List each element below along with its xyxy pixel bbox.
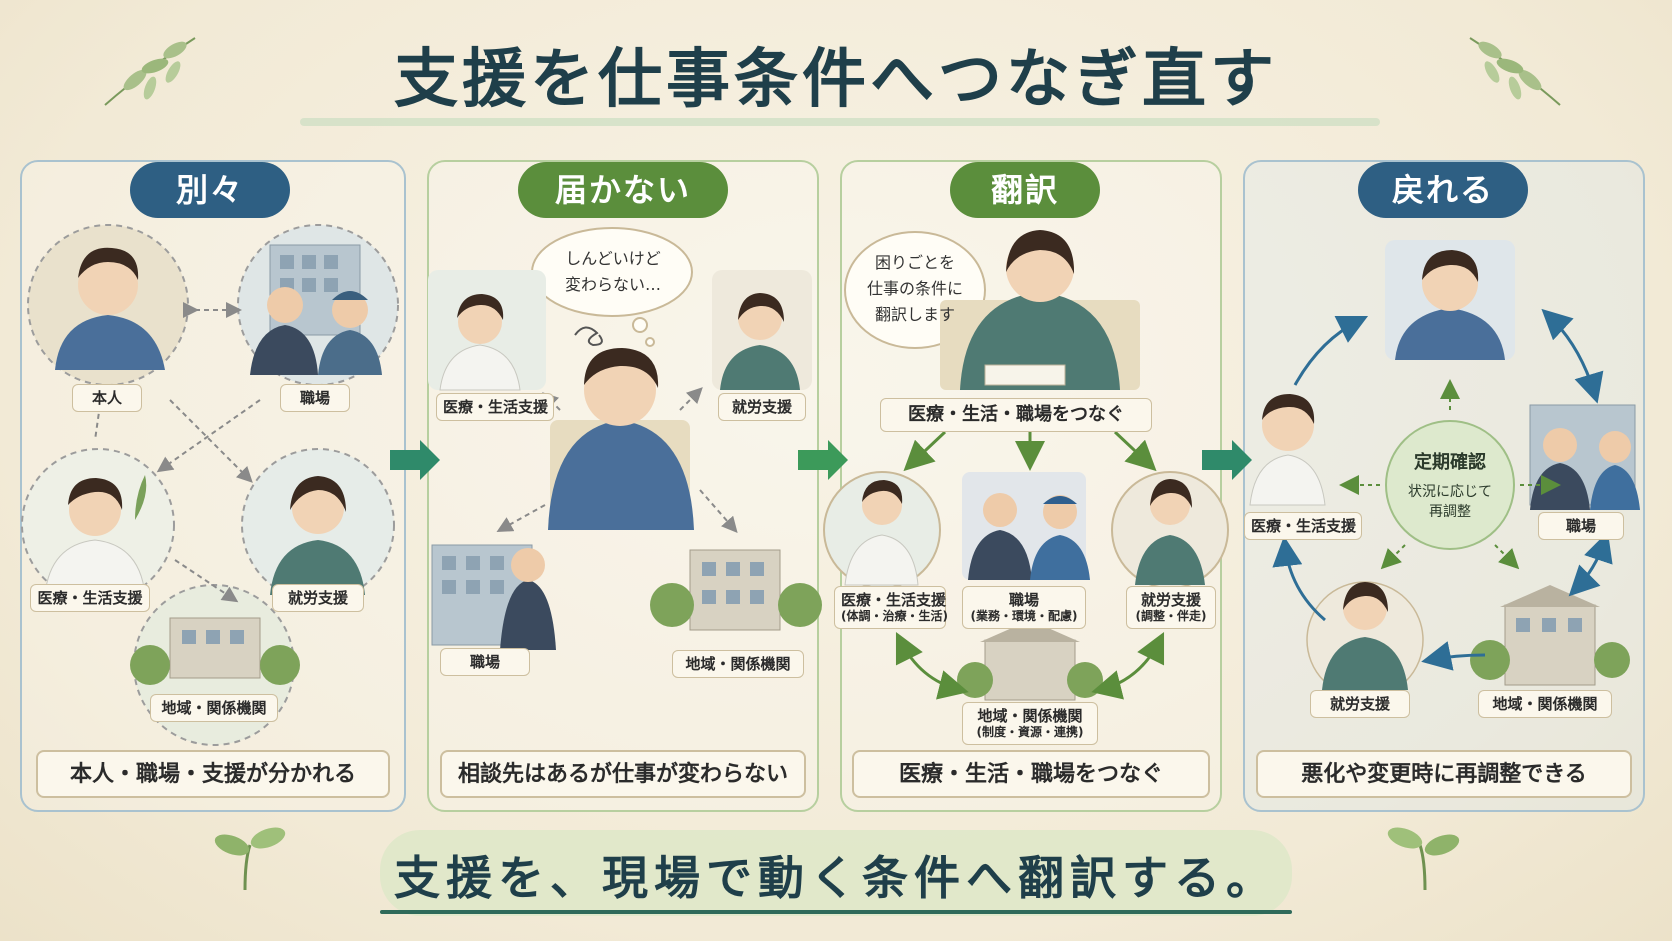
speech-line-2: 仕事の条件に xyxy=(848,276,982,302)
label-employment: 就労支援 xyxy=(1310,690,1410,718)
label-workplace: 職場 (業務・環境・配慮) xyxy=(962,586,1086,629)
label-community: 地域・関係機関 (制度・資源・連携) xyxy=(962,702,1098,745)
label-community-sub: (制度・資源・連携) xyxy=(969,725,1091,740)
speech-bubble-text: 困りごとを 仕事の条件に 翻訳します xyxy=(848,250,982,328)
label-workplace-title: 職場 xyxy=(1009,591,1039,609)
regular-check-badge: 定期確認 状況に応じて 再調整 xyxy=(1385,420,1515,550)
label-employment-title: 就労支援 xyxy=(1141,591,1201,609)
bottom-message: 支援を、現場で動く条件へ翻訳する。 xyxy=(0,842,1672,908)
label-medical-sub: (体調・治療・生活) xyxy=(841,609,939,624)
thought-line-2: 変わらない… xyxy=(548,272,678,298)
label-medical-title: 医療・生活支援 xyxy=(841,591,946,609)
label-employment: 就労支援 xyxy=(718,393,806,421)
label-community: 地域・関係機関 xyxy=(150,694,278,722)
bottom-underline xyxy=(380,910,1292,914)
thought-bubble-text: しんどいけど 変わらない… xyxy=(548,246,678,298)
label-community: 地域・関係機関 xyxy=(672,650,804,678)
label-community: 地域・関係機関 xyxy=(1478,690,1612,718)
arrow-right-icon xyxy=(1202,440,1252,480)
caption-not-reaching: 相談先はあるが仕事が変わらない xyxy=(440,750,806,798)
label-employment: 就労支援 xyxy=(272,584,364,612)
center-text: 状況に応じて 再調整 xyxy=(1387,482,1513,522)
label-workplace: 職場 xyxy=(1538,512,1624,540)
label-medical: 医療・生活支援 xyxy=(436,393,554,421)
label-employment-sub: (調整・伴走) xyxy=(1133,609,1209,624)
label-medical: 医療・生活支援 xyxy=(1244,512,1362,540)
label-employment: 就労支援 (調整・伴走) xyxy=(1126,586,1216,629)
arrow-right-icon xyxy=(390,440,440,480)
center-line-1: 状況に応じて xyxy=(1387,482,1513,502)
thought-line-1: しんどいけど xyxy=(548,246,678,272)
arrow-right-icon xyxy=(798,440,848,480)
panel1-scenes xyxy=(22,225,398,745)
scribble-icon xyxy=(575,327,602,345)
label-community-title: 地域・関係機関 xyxy=(977,707,1082,725)
label-medical: 医療・生活支援 (体調・治療・生活) xyxy=(834,586,946,629)
label-medical: 医療・生活支援 xyxy=(30,584,150,612)
speech-line-1: 困りごとを xyxy=(848,250,982,276)
label-workplace: 職場 xyxy=(280,384,350,412)
center-line-2: 再調整 xyxy=(1387,502,1513,522)
label-person: 本人 xyxy=(72,384,142,412)
caption-translation: 医療・生活・職場をつなぐ xyxy=(852,750,1210,798)
center-title: 定期確認 xyxy=(1387,448,1513,474)
label-workplace: 職場 xyxy=(440,648,530,676)
connect-banner: 医療・生活・職場をつなぐ xyxy=(880,398,1152,432)
caption-separate: 本人・職場・支援が分かれる xyxy=(36,750,390,798)
speech-line-3: 翻訳します xyxy=(848,302,982,328)
caption-returnable: 悪化や変更時に再調整できる xyxy=(1256,750,1632,798)
label-workplace-sub: (業務・環境・配慮) xyxy=(969,609,1079,624)
